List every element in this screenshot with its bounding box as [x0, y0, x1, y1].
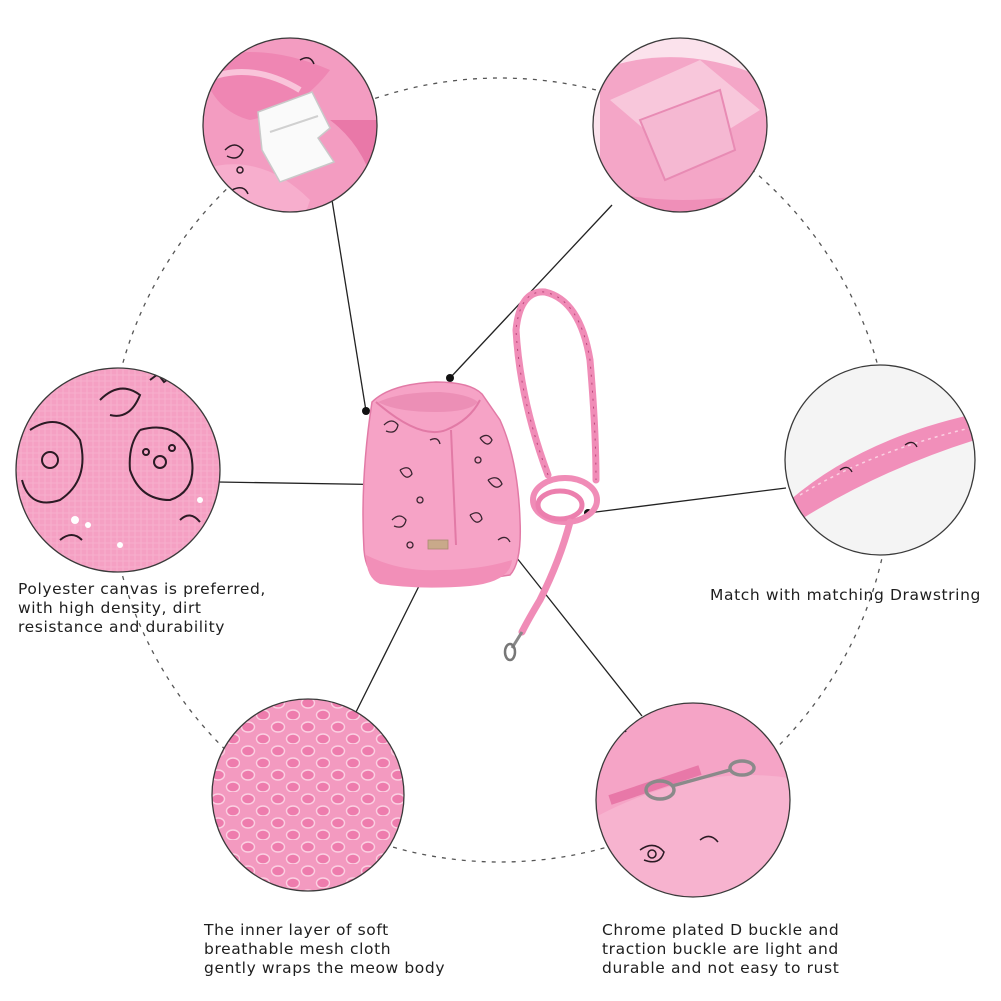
caption-buckle: Chrome plated D buckle and traction buck… — [602, 921, 839, 978]
velcro-closeup-image — [592, 37, 768, 213]
d-buckle-closeup-image — [595, 702, 791, 898]
drawstring-closeup-image — [784, 364, 976, 556]
caption-mesh: The inner layer of soft breathable mesh … — [204, 921, 445, 978]
caption-mesh-line-1: The inner layer of soft — [204, 921, 389, 939]
caption-buckle-line-1: Chrome plated D buckle and — [602, 921, 840, 939]
caption-mesh-line-2: breathable mesh cloth — [204, 940, 392, 958]
caption-canvas-line-1: Polyester canvas is preferred, — [18, 580, 266, 598]
mesh-cloth-closeup-image — [211, 698, 405, 892]
leash-image — [503, 288, 600, 662]
harness-vest-image — [362, 381, 522, 588]
caption-canvas-line-2: with high density, dirt — [18, 599, 202, 617]
caption-canvas: Polyester canvas is preferred, with high… — [18, 580, 266, 637]
caption-drawstring-line-1: Match with matching Drawstring — [710, 586, 981, 604]
paisley-canvas-closeup-image — [15, 367, 221, 573]
caption-buckle-line-3: durable and not easy to rust — [602, 959, 840, 977]
caption-canvas-line-3: resistance and durability — [18, 618, 226, 636]
caption-mesh-line-3: gently wraps the meow body — [204, 959, 446, 977]
caption-drawstring: Match with matching Drawstring — [710, 586, 981, 605]
caption-buckle-line-2: traction buckle are light and — [602, 940, 839, 958]
buckle-closeup-image — [202, 37, 378, 213]
